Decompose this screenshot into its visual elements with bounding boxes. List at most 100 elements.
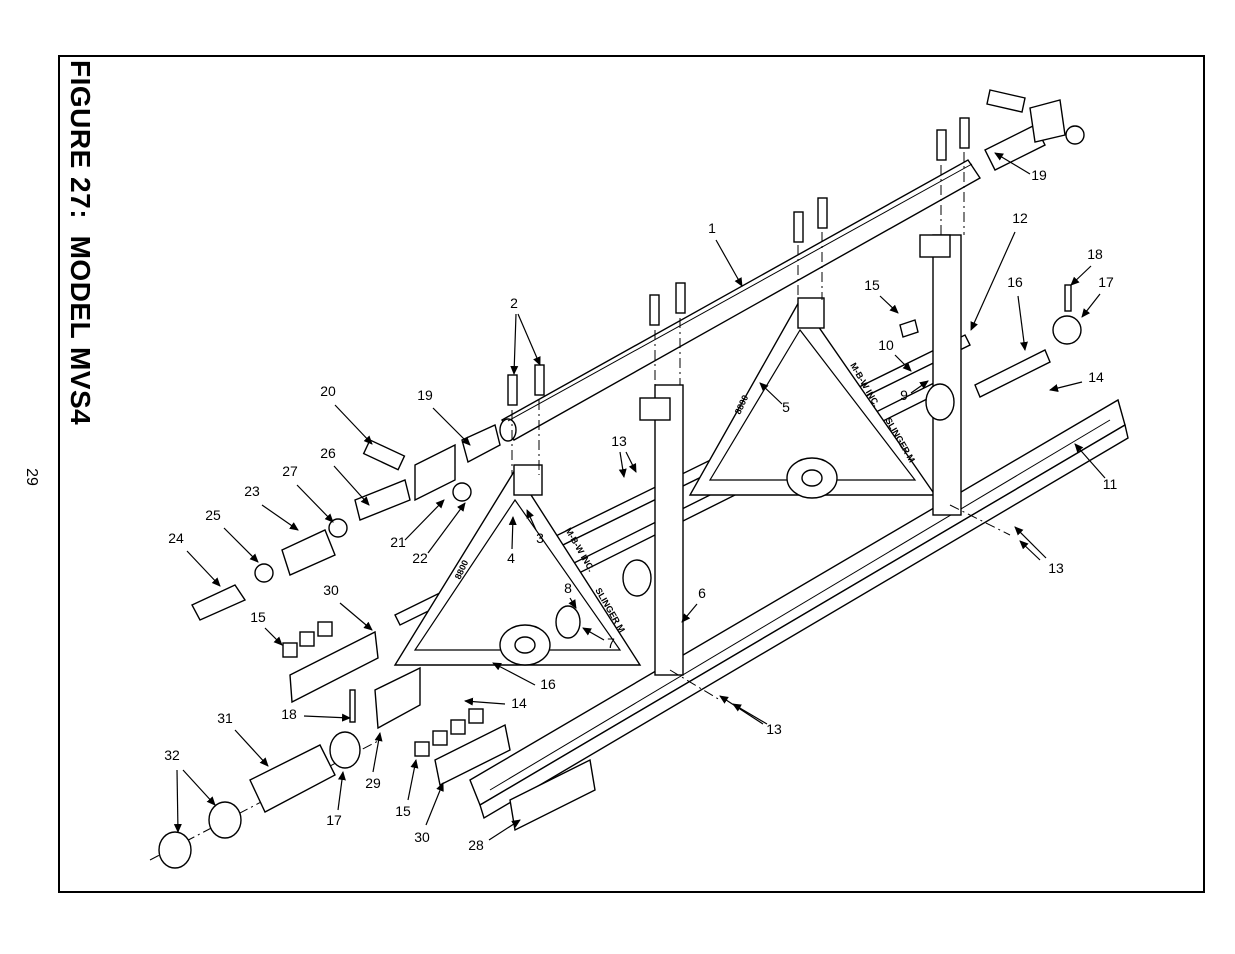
mount-plates — [282, 621, 596, 832]
callout-15: 15 — [250, 609, 266, 625]
callout-leader-3 — [526, 509, 537, 531]
callout-leader-5 — [759, 382, 783, 405]
figure-frame — [58, 55, 1205, 893]
callout-15: 15 — [864, 277, 880, 293]
callout-leader-25 — [223, 527, 259, 563]
callout-leader-14 — [1049, 381, 1083, 392]
vertical-posts — [639, 234, 962, 676]
callout-leader-13 — [1014, 526, 1047, 559]
right-a-frame: 8800 M-B-W INC. SLINGER M — [688, 297, 937, 496]
callout-leader-32 — [173, 769, 182, 833]
callout-5: 5 — [782, 399, 790, 415]
callout-18: 18 — [281, 706, 297, 722]
callout-29: 29 — [365, 775, 381, 791]
callout-19: 19 — [1031, 167, 1047, 183]
callout-leader-27 — [296, 484, 334, 523]
callout-25: 25 — [205, 507, 221, 523]
callout-leader-16 — [1017, 295, 1028, 351]
callout-30: 30 — [323, 582, 339, 598]
callout-13: 13 — [611, 433, 627, 449]
callout-13: 13 — [766, 721, 782, 737]
callout-leader-8 — [568, 597, 577, 609]
callout-21: 21 — [390, 534, 406, 550]
callout-30: 30 — [414, 829, 430, 845]
spline-sleeves — [158, 731, 361, 869]
figure-title: FIGURE 27: MODEL MVS4 — [65, 60, 96, 426]
hitch-parts — [191, 424, 501, 621]
callout-leader-31 — [234, 729, 269, 767]
callout-13: 13 — [1048, 560, 1064, 576]
callout-20: 20 — [320, 383, 336, 399]
callout-leader-15 — [407, 759, 419, 801]
callout-leader-13 — [732, 703, 768, 725]
callout-12: 12 — [1012, 210, 1028, 226]
callout-leader-7 — [582, 627, 605, 641]
callout-leader-18 — [303, 713, 351, 722]
callout-28: 28 — [468, 837, 484, 853]
callout-leader-21 — [404, 499, 445, 541]
callout-leader-26 — [333, 465, 370, 506]
callout-leader-20 — [334, 404, 373, 445]
callout-leader-13 — [618, 451, 627, 478]
callouts: 1234567891011121313131414151515161617171… — [164, 152, 1118, 853]
callout-24: 24 — [168, 530, 184, 546]
callout-leader-13 — [625, 451, 637, 473]
callout-4: 4 — [507, 550, 515, 566]
callout-leader-1 — [715, 239, 743, 287]
callout-leader-30 — [339, 602, 373, 631]
callout-leader-14 — [464, 697, 506, 706]
callout-27: 27 — [282, 463, 298, 479]
callout-6: 6 — [698, 585, 706, 601]
callout-14: 14 — [1088, 369, 1104, 385]
callout-leader-15 — [879, 295, 899, 314]
callout-7: 7 — [607, 635, 615, 651]
callout-leader-13 — [719, 695, 764, 725]
callout-leader-6 — [681, 603, 698, 623]
right-shaft-end — [899, 284, 1082, 398]
callout-32: 32 — [164, 747, 180, 763]
callout-16: 16 — [1007, 274, 1023, 290]
callout-leader-10 — [894, 354, 912, 372]
callout-16: 16 — [540, 676, 556, 692]
callout-leader-17 — [1081, 293, 1101, 318]
callout-leader-24 — [186, 550, 221, 587]
callout-leader-18 — [1070, 265, 1092, 286]
callout-leader-22 — [427, 502, 466, 554]
callout-31: 31 — [217, 710, 233, 726]
callout-leader-13 — [1019, 540, 1041, 561]
callout-10: 10 — [878, 337, 894, 353]
callout-17: 17 — [326, 812, 342, 828]
callout-19: 19 — [417, 387, 433, 403]
bearings — [499, 383, 955, 666]
callout-leader-29 — [372, 732, 383, 773]
callout-leader-2 — [510, 313, 519, 375]
callout-leader-19 — [432, 407, 471, 446]
callout-leader-17 — [337, 771, 346, 811]
callout-leader-9 — [910, 380, 929, 394]
right-hitch — [984, 89, 1085, 171]
callout-1: 1 — [708, 220, 716, 236]
callout-leader-12 — [970, 231, 1016, 331]
callout-26: 26 — [320, 445, 336, 461]
callout-leader-4 — [508, 516, 517, 550]
callout-22: 22 — [412, 550, 428, 566]
callout-2: 2 — [510, 295, 518, 311]
callout-leader-16 — [492, 662, 536, 686]
callout-9: 9 — [900, 387, 908, 403]
callout-17: 17 — [1098, 274, 1114, 290]
top-bolts — [507, 117, 970, 406]
callout-15: 15 — [395, 803, 411, 819]
callout-leader-28 — [488, 819, 521, 841]
callout-leader-23 — [261, 504, 299, 531]
callout-18: 18 — [1087, 246, 1103, 262]
callout-8: 8 — [564, 580, 572, 596]
callout-leader-30 — [425, 782, 444, 826]
callout-23: 23 — [244, 483, 260, 499]
callout-leader-2 — [517, 313, 541, 366]
callout-11: 11 — [1103, 476, 1118, 492]
callout-3: 3 — [536, 530, 544, 546]
callout-leader-32 — [182, 769, 216, 806]
callout-leader-11 — [1074, 443, 1106, 479]
callout-14: 14 — [511, 695, 527, 711]
